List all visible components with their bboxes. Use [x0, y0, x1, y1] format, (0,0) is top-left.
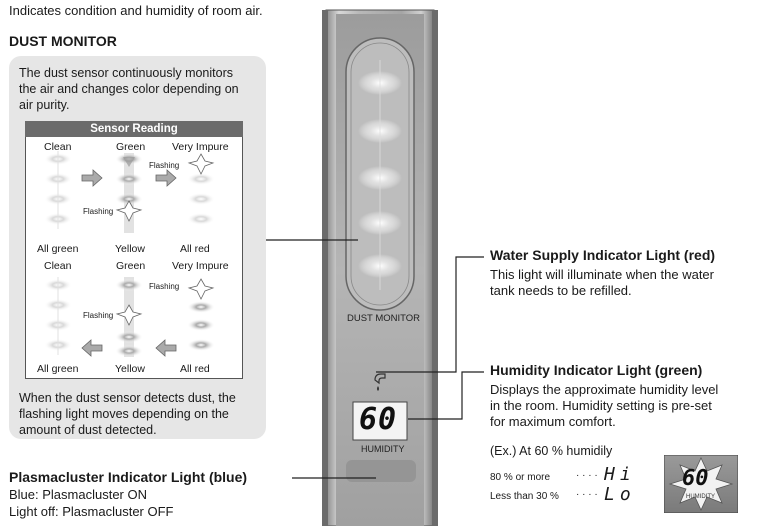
humidity-example: (Ex.) At 60 % humidily	[490, 444, 613, 458]
right-arrow-icon	[155, 169, 177, 187]
humidity-line: in the room. Humidity setting is pre-set	[490, 398, 712, 413]
plasmacluster-light	[346, 460, 416, 482]
humidity-display	[352, 401, 408, 441]
detection-line: amount of dust detected.	[19, 423, 157, 437]
device-panel	[322, 9, 438, 526]
water-supply-description: This light will illuminate when the wate…	[490, 267, 714, 299]
detection-line: When the dust sensor detects dust, the	[19, 391, 236, 405]
top-green-label: Green	[116, 141, 146, 153]
example-display-value: 60	[682, 466, 709, 491]
bottom-impure-column	[187, 278, 215, 351]
top-yellow-label: Yellow	[115, 243, 145, 255]
water-supply-line: tank needs to be refilled.	[490, 283, 632, 298]
bottom-green-label: Green	[116, 260, 146, 272]
top-clean-label: Clean	[44, 141, 72, 153]
top-flashing-label-1: Flashing	[149, 161, 180, 170]
bottom-all-green-label: All green	[37, 363, 79, 375]
bottom-flashing-label-2: Flashing	[83, 311, 114, 320]
detection-line: flashing light moves depending on the	[19, 407, 229, 421]
top-very-impure-label: Very Impure	[172, 141, 229, 153]
bottom-yellow-label: Yellow	[115, 363, 145, 375]
water-supply-line: This light will illuminate when the wate…	[490, 267, 714, 282]
high-humidity-dots: · · · ·	[576, 470, 598, 481]
plasmacluster-title: Plasmacluster Indicator Light (blue)	[9, 469, 248, 485]
bottom-clean-column	[44, 277, 72, 355]
intro-text: Indicates condition and humidity of room…	[9, 3, 263, 18]
description-line: The dust sensor continuously monitors	[19, 66, 233, 80]
top-clean-column	[44, 151, 72, 229]
water-supply-icon	[374, 373, 386, 391]
plasmacluster-on-text: Blue: Plasmacluster ON	[9, 487, 147, 502]
low-humidity-dots: · · · ·	[576, 489, 598, 500]
humidity-line: for maximum comfort.	[490, 414, 616, 429]
top-all-red-label: All red	[180, 243, 210, 255]
description-line: the air and changes color depending on	[19, 82, 239, 96]
water-supply-title: Water Supply Indicator Light (red)	[490, 247, 716, 263]
bottom-very-impure-label: Very Impure	[172, 260, 229, 272]
bottom-all-red-label: All red	[180, 363, 210, 375]
example-humidity-display	[664, 455, 738, 513]
device-dust-monitor-label: DUST MONITOR	[347, 313, 421, 324]
dust-monitor-title: DUST MONITOR	[9, 33, 117, 49]
humidity-description: Displays the approximate humidity level …	[490, 382, 718, 430]
bottom-clean-label: Clean	[44, 260, 72, 272]
bottom-green-column	[115, 277, 143, 357]
bottom-flashing-label-1: Flashing	[149, 282, 180, 291]
device-humidity-label: HUMIDITY	[361, 444, 405, 454]
sensor-reading-graphic	[44, 151, 215, 357]
top-green-column	[115, 153, 143, 233]
detection-description: When the dust sensor detects dust, the f…	[19, 390, 236, 438]
low-humidity-display: Lo	[604, 484, 636, 505]
dust-monitor-description: The dust sensor continuously monitors th…	[19, 65, 239, 113]
example-display-label: HUMIDITY	[686, 494, 715, 500]
humidity-line: Displays the approximate humidity level	[490, 382, 719, 397]
low-humidity-label: Less than 30 %	[490, 491, 559, 502]
left-arrow-icon	[81, 339, 103, 357]
top-all-green-label: All green	[37, 243, 79, 255]
high-humidity-label: 80 % or more	[490, 472, 551, 483]
high-humidity-display: Hi	[604, 464, 636, 485]
left-arrow-icon	[155, 339, 177, 357]
device-display-value: 60	[359, 402, 398, 437]
plasmacluster-off-text: Light off: Plasmacluster OFF	[9, 504, 174, 519]
right-arrow-icon	[81, 169, 103, 187]
sensor-reading-title: Sensor Reading	[25, 121, 243, 137]
description-line: air purity.	[19, 98, 70, 112]
humidity-title: Humidity Indicator Light (green)	[490, 362, 703, 378]
top-flashing-label-2: Flashing	[83, 207, 114, 216]
top-impure-column	[187, 153, 215, 225]
